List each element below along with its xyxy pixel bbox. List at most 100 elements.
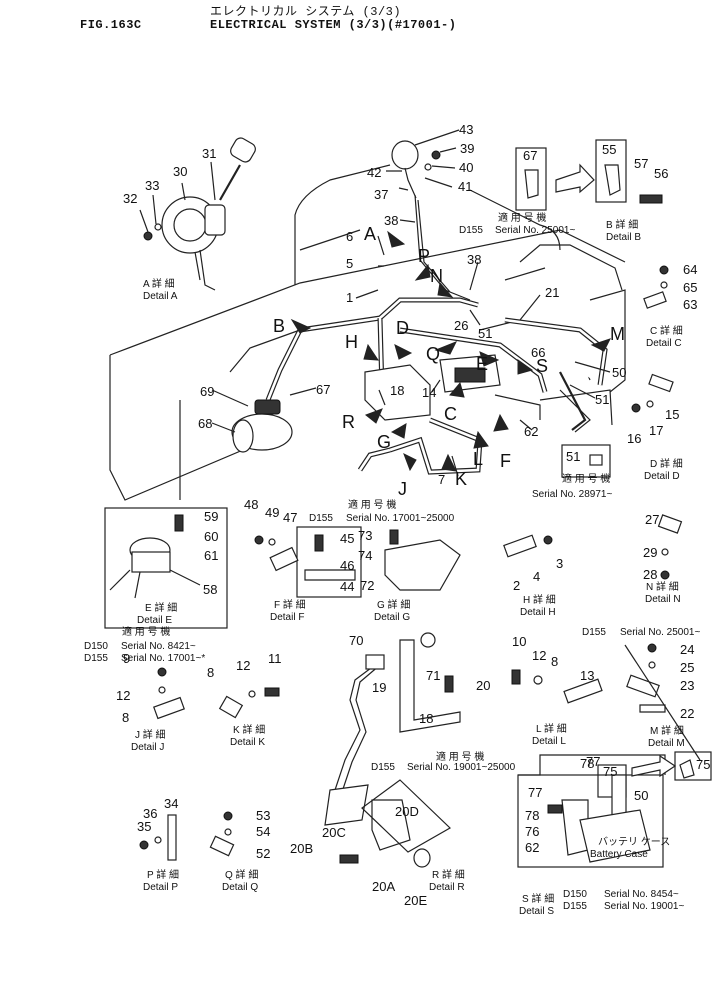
callout-8c: 8 [551, 654, 558, 669]
caption-e: Detail E [137, 615, 172, 626]
caption-f: Detail F [270, 612, 304, 623]
callout-57: 57 [634, 156, 648, 171]
callout-34: 34 [164, 796, 178, 811]
detail-n-parts [657, 514, 683, 580]
letter-j: J [398, 479, 407, 499]
leader-lines [139, 129, 611, 477]
detail-letters: A B D P N H Q E S M C R G J K L F [273, 224, 625, 499]
callout-41: 41 [458, 179, 472, 194]
detail-a-component [143, 137, 256, 291]
callout-56: 56 [654, 166, 668, 181]
callout-52: 52 [256, 846, 270, 861]
callout-39: 39 [460, 141, 474, 156]
letter-m: M [610, 324, 625, 344]
callout-10: 10 [512, 634, 526, 649]
callout-72: 72 [360, 578, 374, 593]
letter-s: S [536, 356, 548, 376]
callout-13: 13 [580, 668, 594, 683]
letter-g: G [377, 432, 391, 452]
callout-14: 14 [422, 385, 436, 400]
serial-r: Serial No. 19001~25000 [407, 762, 516, 773]
caption-d: Detail D [644, 471, 680, 482]
serial-b-model: D155 [459, 225, 483, 236]
horn-motor [231, 399, 293, 453]
callout-65: 65 [683, 280, 697, 295]
callout-43: 43 [459, 122, 473, 137]
callout-42: 42 [367, 165, 381, 180]
callout-15: 15 [665, 407, 679, 422]
callout-70: 70 [349, 633, 363, 648]
battery-case-label: Battery Case [590, 849, 648, 860]
title-japanese: エレクトリカル システム (3/3) [210, 5, 402, 19]
letter-k: K [455, 469, 467, 489]
detail-c-parts [643, 265, 669, 309]
work-lamp [391, 140, 441, 199]
callout-30: 30 [173, 164, 187, 179]
caption-h-jp: H 詳 細 [523, 593, 556, 606]
detail-arrows [290, 230, 611, 472]
callout-67: 67 [316, 382, 330, 397]
serial-f-jp: 適 用 号 機 [348, 498, 396, 511]
serial-f-model: D155 [309, 513, 333, 524]
serial-s-model1: D150 [563, 889, 587, 900]
serial-s-model2: D155 [563, 901, 587, 912]
letter-l: L [473, 449, 483, 469]
callout-78: 78 [580, 756, 594, 771]
caption-r-jp: R 詳 細 [432, 868, 465, 881]
caption-h: Detail H [520, 607, 556, 618]
title-english: ELECTRICAL SYSTEM (3/3)(#17001-) [210, 18, 457, 32]
caption-a-jp: A 詳 細 [143, 277, 175, 290]
callout-8: 8 [122, 710, 129, 725]
callout-4: 4 [533, 569, 540, 584]
detail-g-bracket [384, 529, 461, 591]
callout-71: 71 [426, 668, 440, 683]
callout-2: 2 [513, 578, 520, 593]
caption-g: Detail G [374, 612, 410, 623]
detail-f-box [254, 526, 362, 598]
callout-26: 26 [454, 318, 468, 333]
caption-p: Detail P [143, 882, 178, 893]
callout-62: 62 [524, 424, 538, 439]
callout-6: 6 [346, 229, 353, 244]
serial-d: Serial No. 28971~ [532, 489, 612, 500]
letter-d: D [396, 318, 409, 338]
callout-21: 21 [545, 285, 559, 300]
callout-44: 44 [340, 579, 354, 594]
serial-f: Serial No. 17001~25000 [346, 513, 455, 524]
callout-38b: 38 [467, 252, 481, 267]
detail-s-box [517, 751, 712, 868]
callout-31: 31 [202, 146, 216, 161]
serial-jp-label: 適 用 号 機 [498, 211, 546, 224]
callout-1: 1 [346, 290, 353, 305]
callout-75b: 75 [696, 757, 710, 772]
letter-a: A [364, 224, 376, 244]
callout-51b: 51 [595, 392, 609, 407]
callout-68: 68 [198, 416, 212, 431]
callout-3: 3 [556, 556, 563, 571]
serial-m: Serial No. 25001~ [620, 627, 700, 638]
callout-36: 36 [143, 806, 157, 821]
callout-20d: 20D [395, 804, 419, 819]
callout-64: 64 [683, 262, 697, 277]
callout-18b: 18 [419, 711, 433, 726]
serial-s2: Serial No. 19001~ [604, 901, 684, 912]
callout-16: 16 [627, 431, 641, 446]
caption-a: Detail A [143, 291, 178, 302]
callout-77b: 77 [528, 785, 542, 800]
battery-frame [364, 354, 587, 431]
detail-h-parts [503, 534, 553, 558]
battery-case-jp: バッテリ ケース [598, 836, 670, 848]
callout-20b: 20B [290, 841, 313, 856]
caption-b: Detail B [606, 232, 641, 243]
callout-19: 19 [372, 680, 386, 695]
callout-37: 37 [374, 187, 388, 202]
callout-54: 54 [256, 824, 270, 839]
callout-66: 66 [531, 345, 545, 360]
serial-d-jp: 適 用 号 機 [562, 472, 610, 485]
callout-49: 49 [265, 505, 279, 520]
serial-b: Serial No. 25001~ [495, 225, 575, 236]
caption-s: Detail S [519, 906, 554, 917]
callout-9: 9 [123, 651, 130, 666]
caption-r: Detail R [429, 882, 465, 893]
callout-78b: 78 [525, 808, 539, 823]
